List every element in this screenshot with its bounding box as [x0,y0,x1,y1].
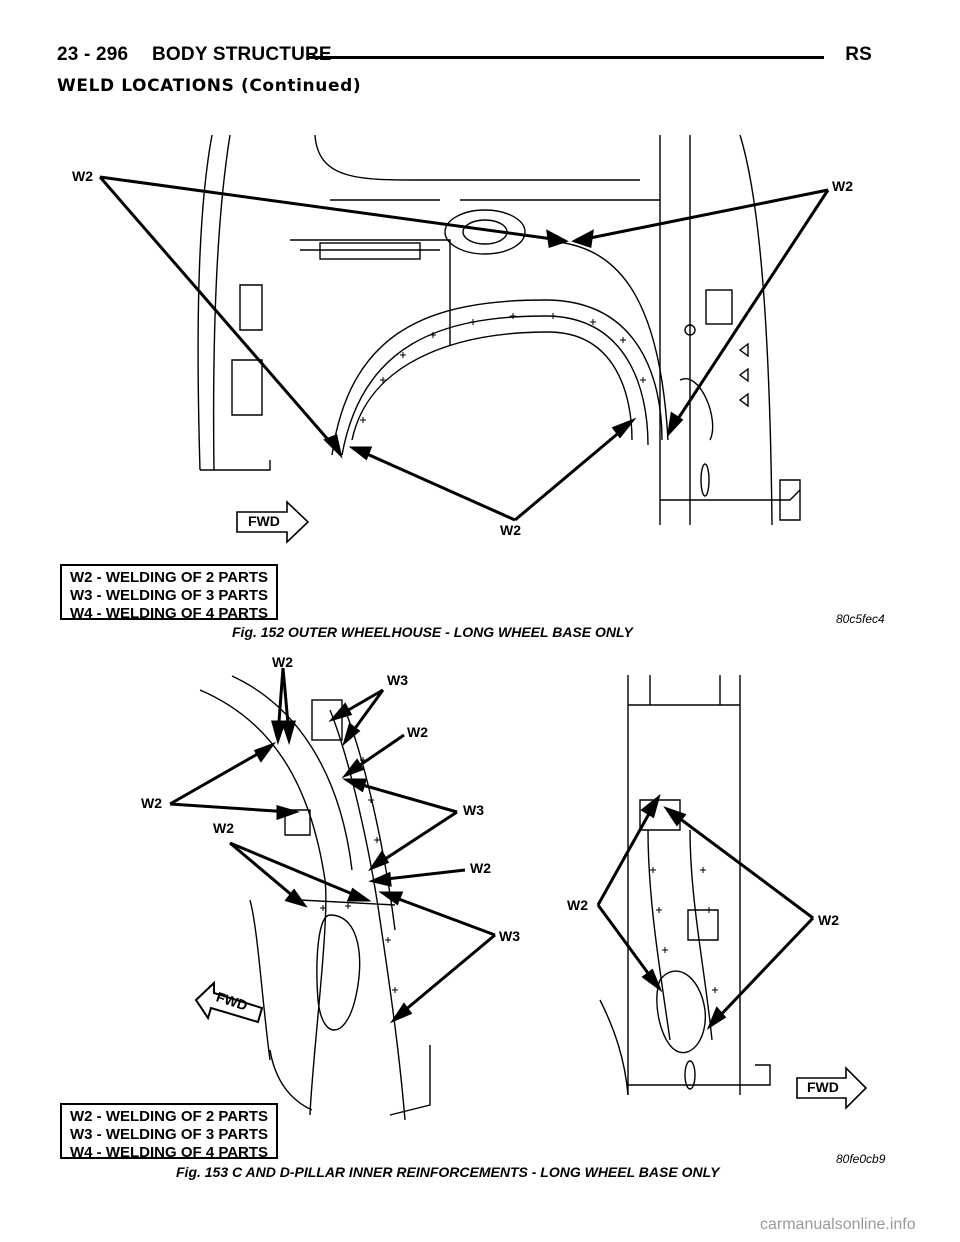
fwd-arrow [236,500,310,544]
image-code-153: 80fe0cb9 [836,1152,886,1166]
callout-w2-d: W2 [213,820,234,836]
header-rule [308,56,824,59]
image-code-152: 80c5fec4 [836,612,885,626]
legend-w2: W2 - WELDING OF 2 PARTS [70,1108,269,1125]
figure-152-caption: Fig. 152 OUTER WHEELHOUSE - LONG WHEEL B… [232,624,633,640]
callout-w2-a: W2 [272,654,293,670]
section-title: BODY STRUCTURE [152,44,332,65]
fwd-label: FWD [248,513,280,529]
callout-w2-bottom: W2 [500,522,521,538]
callout-w2-topleft: W2 [72,168,93,184]
fwd-arrow-left [194,980,264,1024]
figure-153-caption: Fig. 153 C AND D-PILLAR INNER REINFORCEM… [176,1164,720,1180]
callout-w2-f: W2 [567,897,588,913]
callout-w2-b: W2 [407,724,428,740]
callout-w2-topright: W2 [832,178,853,194]
legend-153: W2 - WELDING OF 2 PARTS W3 - WELDING OF … [60,1103,278,1161]
callout-w2-g: W2 [818,912,839,928]
page-number: 23 - 296 [57,44,129,65]
watermark: carmanualsonline.info [760,1216,916,1233]
callout-w3-c: W3 [499,928,520,944]
legend-w4: W4 - WELDING OF 4 PARTS [70,1144,269,1161]
legend-w2: W2 - WELDING OF 2 PARTS [70,569,269,586]
callout-w2-e: W2 [470,860,491,876]
legend-w3: W3 - WELDING OF 3 PARTS [70,1126,269,1143]
callout-w3-a: W3 [387,672,408,688]
legend-w3: W3 - WELDING OF 3 PARTS [70,587,269,604]
fwd-label-right: FWD [807,1079,839,1095]
fwd-arrow-right [796,1066,868,1110]
callout-w3-b: W3 [463,802,484,818]
weld-marks [360,313,646,423]
page-subtitle: WELD LOCATIONS (Continued) [57,76,362,96]
callout-w2-c: W2 [141,795,162,811]
model-code: RS [845,44,872,65]
legend-152: W2 - WELDING OF 2 PARTS W3 - WELDING OF … [60,564,278,622]
legend-w4: W4 - WELDING OF 4 PARTS [70,605,269,622]
